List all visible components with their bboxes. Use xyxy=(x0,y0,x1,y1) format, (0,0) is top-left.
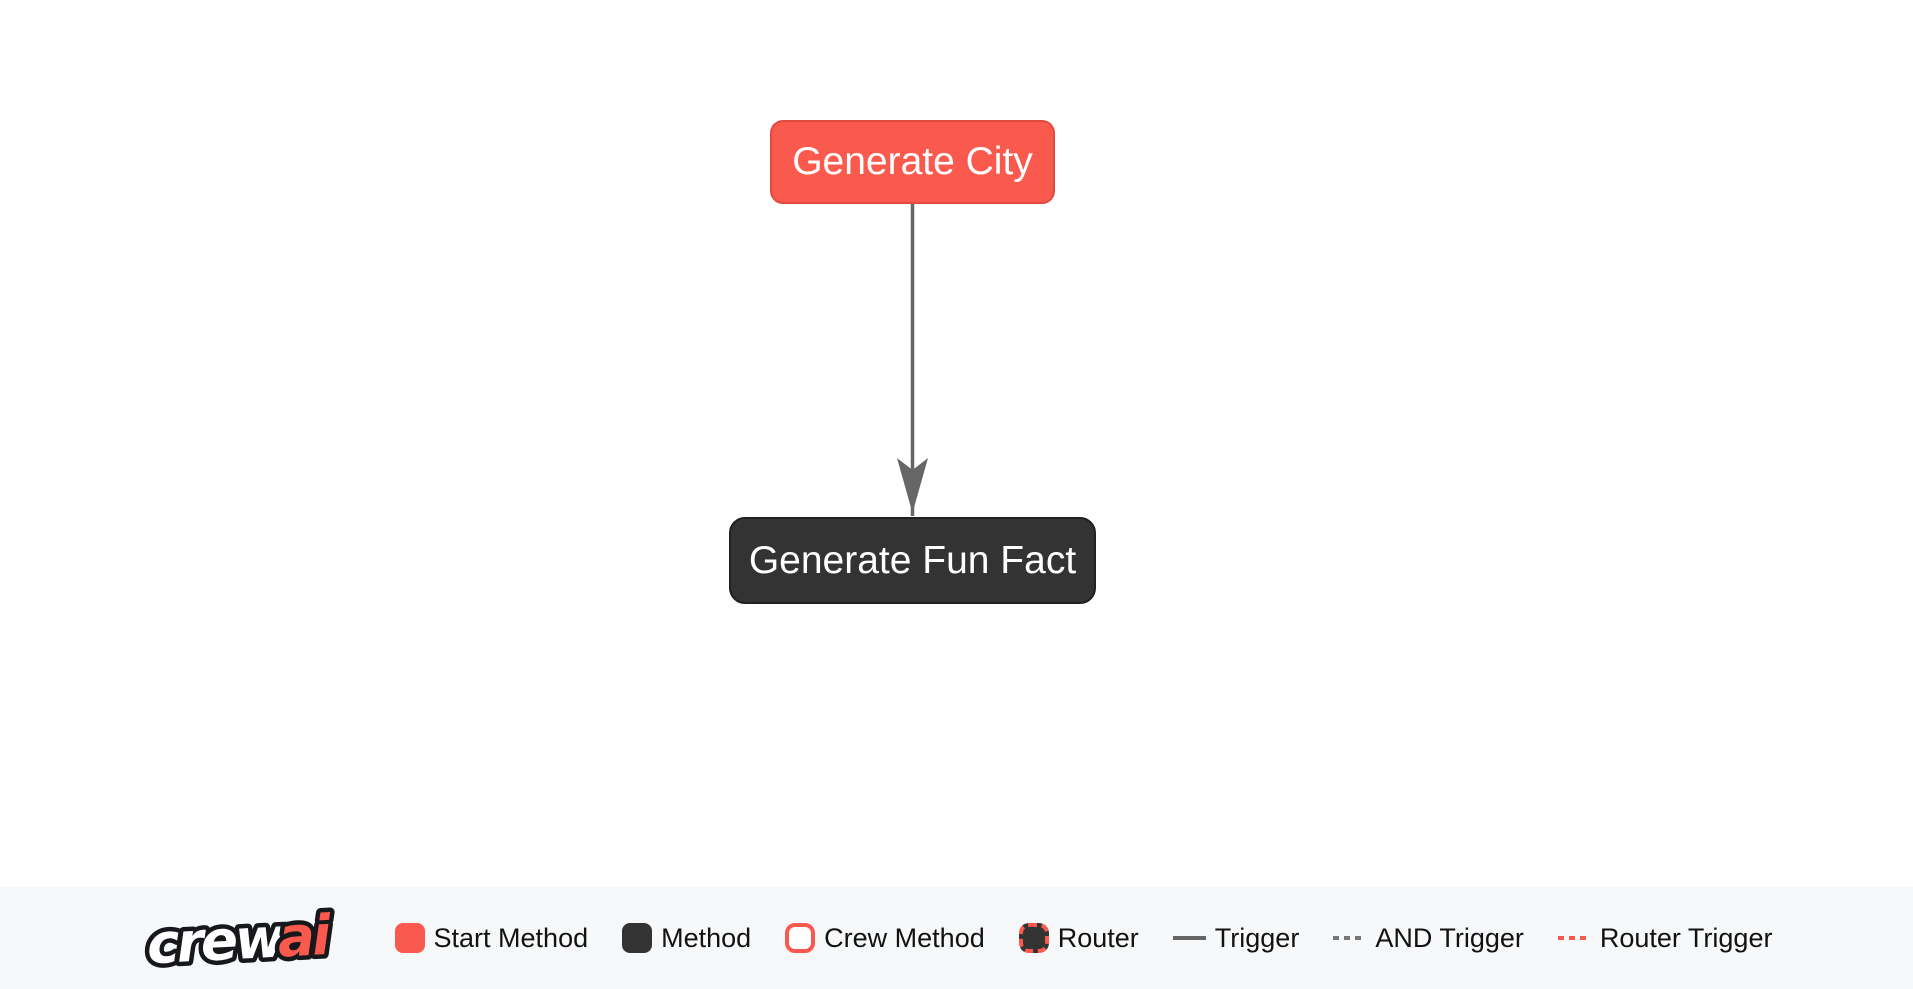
legend-label: Trigger xyxy=(1214,922,1300,953)
legend-label: Method xyxy=(661,922,752,953)
and-trigger-line-icon xyxy=(1333,936,1367,940)
node-generate-city[interactable]: Generate City xyxy=(770,120,1055,204)
start-method-swatch-icon xyxy=(394,923,425,953)
legend-item-and-trigger: AND Trigger xyxy=(1333,923,1524,954)
node-label: Generate Fun Fact xyxy=(748,538,1077,582)
logo-text-ai: ai xyxy=(276,903,333,970)
logo-text-crew: crew xyxy=(145,905,287,976)
legend-item-router: Router xyxy=(1018,922,1139,954)
crew-method-swatch-icon xyxy=(785,923,816,953)
router-trigger-line-icon xyxy=(1557,936,1591,940)
arrowhead-icon xyxy=(897,458,928,513)
legend-label: Router Trigger xyxy=(1599,922,1773,953)
legend-bar: crew ai Start Method Method Crew Method … xyxy=(0,887,1913,989)
legend-item-start-method: Start Method xyxy=(394,922,589,954)
router-swatch-icon xyxy=(1018,923,1049,953)
flow-canvas[interactable]: Generate City Generate Fun Fact xyxy=(0,0,1913,887)
legend-item-router-trigger: Router Trigger xyxy=(1557,922,1773,954)
legend-item-crew-method: Crew Method xyxy=(785,923,985,954)
legend-label: AND Trigger xyxy=(1375,922,1524,953)
legend-label: Start Method xyxy=(433,922,589,953)
legend-label: Crew Method xyxy=(824,922,985,953)
node-generate-fun-fact[interactable]: Generate Fun Fact xyxy=(729,517,1096,604)
legend-item-method: Method xyxy=(622,923,751,954)
node-label: Generate City xyxy=(792,140,1033,183)
method-swatch-icon xyxy=(622,923,653,953)
legend-label: Router xyxy=(1057,922,1139,953)
crewai-logo-icon: crew ai xyxy=(141,898,338,978)
legend-item-trigger: Trigger xyxy=(1172,922,1300,954)
trigger-line-icon xyxy=(1172,936,1206,940)
